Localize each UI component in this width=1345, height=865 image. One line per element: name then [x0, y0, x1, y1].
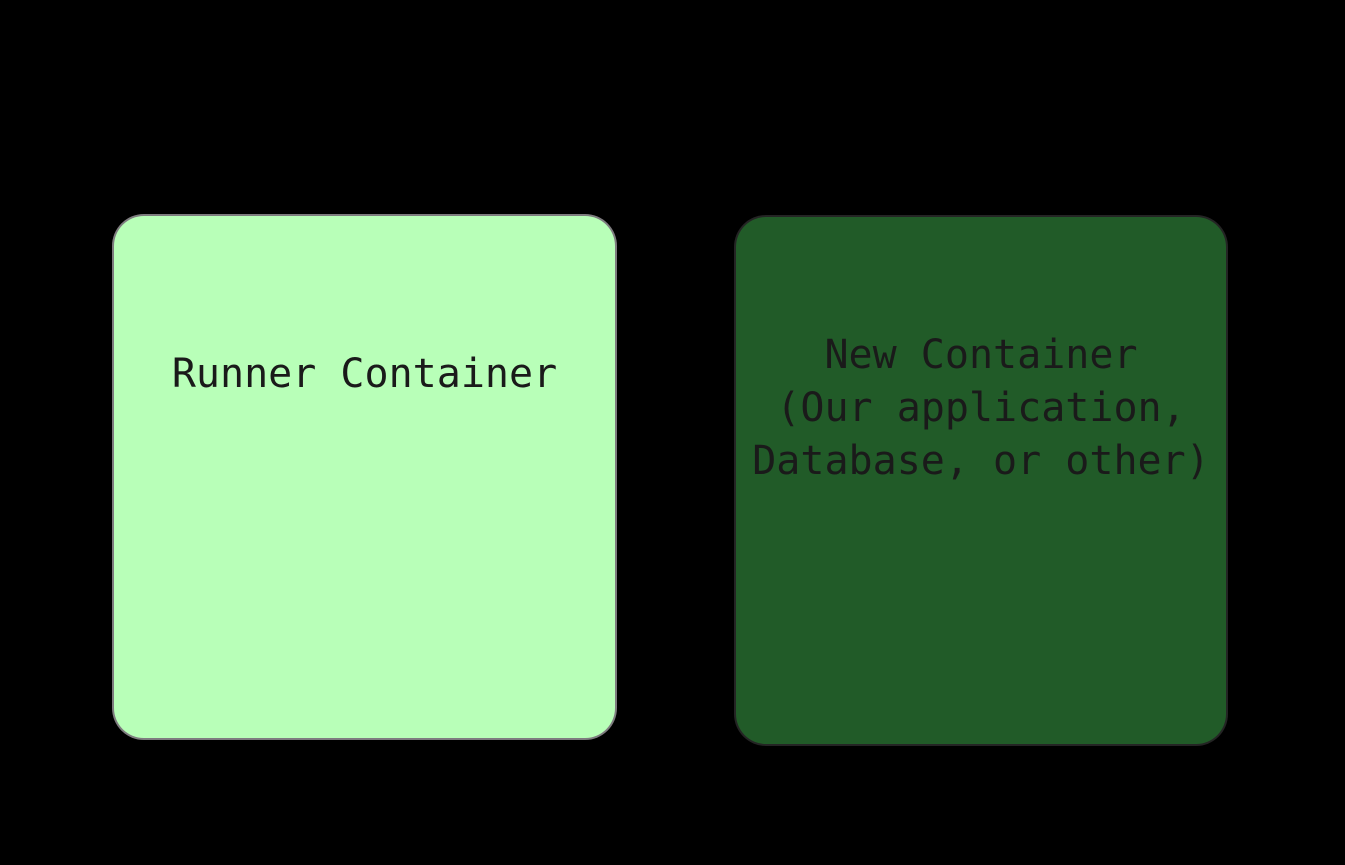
new-container-block[interactable]: New Container (Our application, Database… [736, 217, 1226, 744]
new-container-label: New Container (Our application, Database… [752, 332, 1210, 484]
runner-container-block[interactable]: Runner Container [114, 216, 615, 738]
runner-container-label: Runner Container [171, 351, 558, 397]
